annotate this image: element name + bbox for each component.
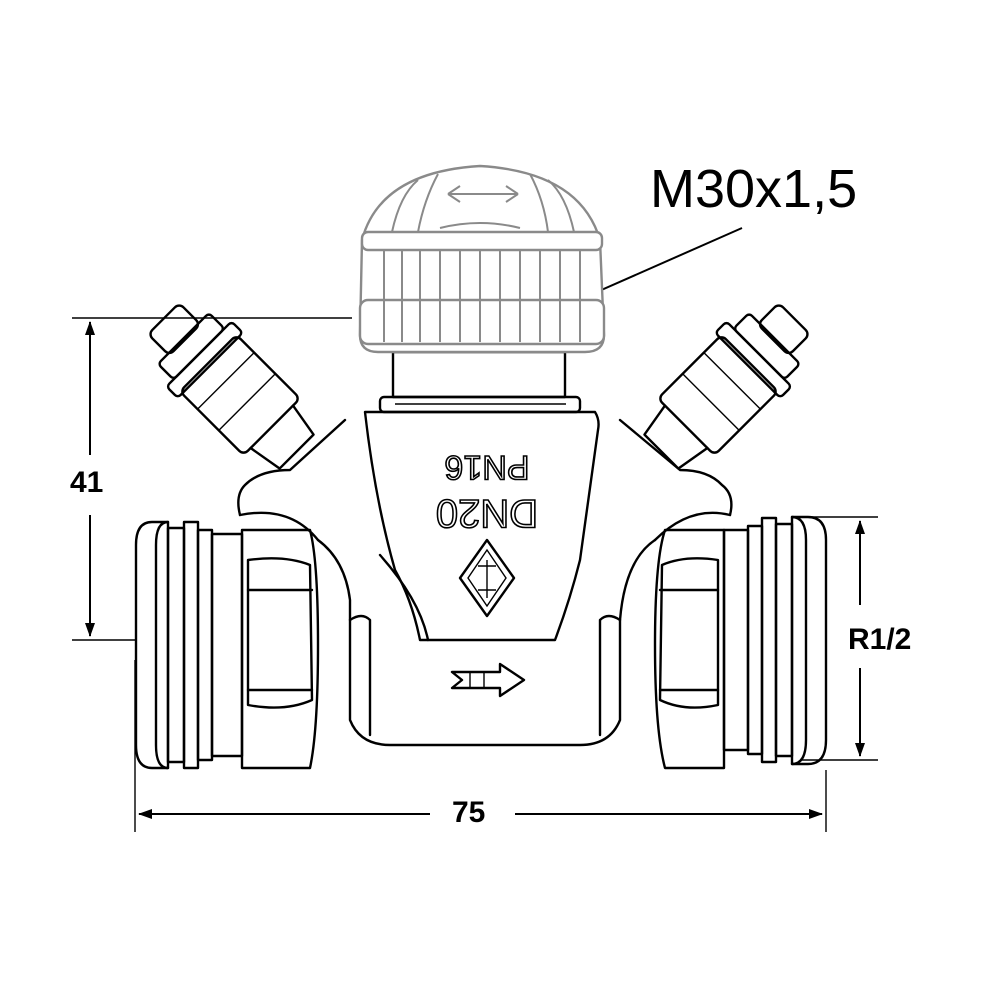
flow-direction-arrow-icon xyxy=(450,662,526,698)
marking-pn16: PN16 xyxy=(444,448,529,486)
valve-body xyxy=(134,350,828,770)
thread-size-label: M30x1,5 xyxy=(650,159,858,219)
height-dimension-label: 41 xyxy=(70,466,104,499)
right-union-nut xyxy=(653,528,726,770)
dimension-height xyxy=(72,317,352,641)
diamond-logo-icon xyxy=(458,538,516,618)
marking-dn20: DN20 xyxy=(436,491,538,535)
left-union-nut xyxy=(240,528,320,770)
connection-size-label: R1/2 xyxy=(848,623,912,656)
left-measuring-port xyxy=(149,304,315,470)
right-measuring-port xyxy=(643,304,809,470)
body-marking: PN16 DN20 xyxy=(435,447,539,536)
width-dimension-label: 75 xyxy=(452,796,486,829)
dimension-connection xyxy=(800,516,878,761)
double-headed-arrow-icon xyxy=(447,185,519,203)
protective-cap xyxy=(358,164,606,354)
left-thread xyxy=(134,520,244,770)
right-thread xyxy=(722,515,828,766)
thread-leader-line xyxy=(589,227,743,296)
